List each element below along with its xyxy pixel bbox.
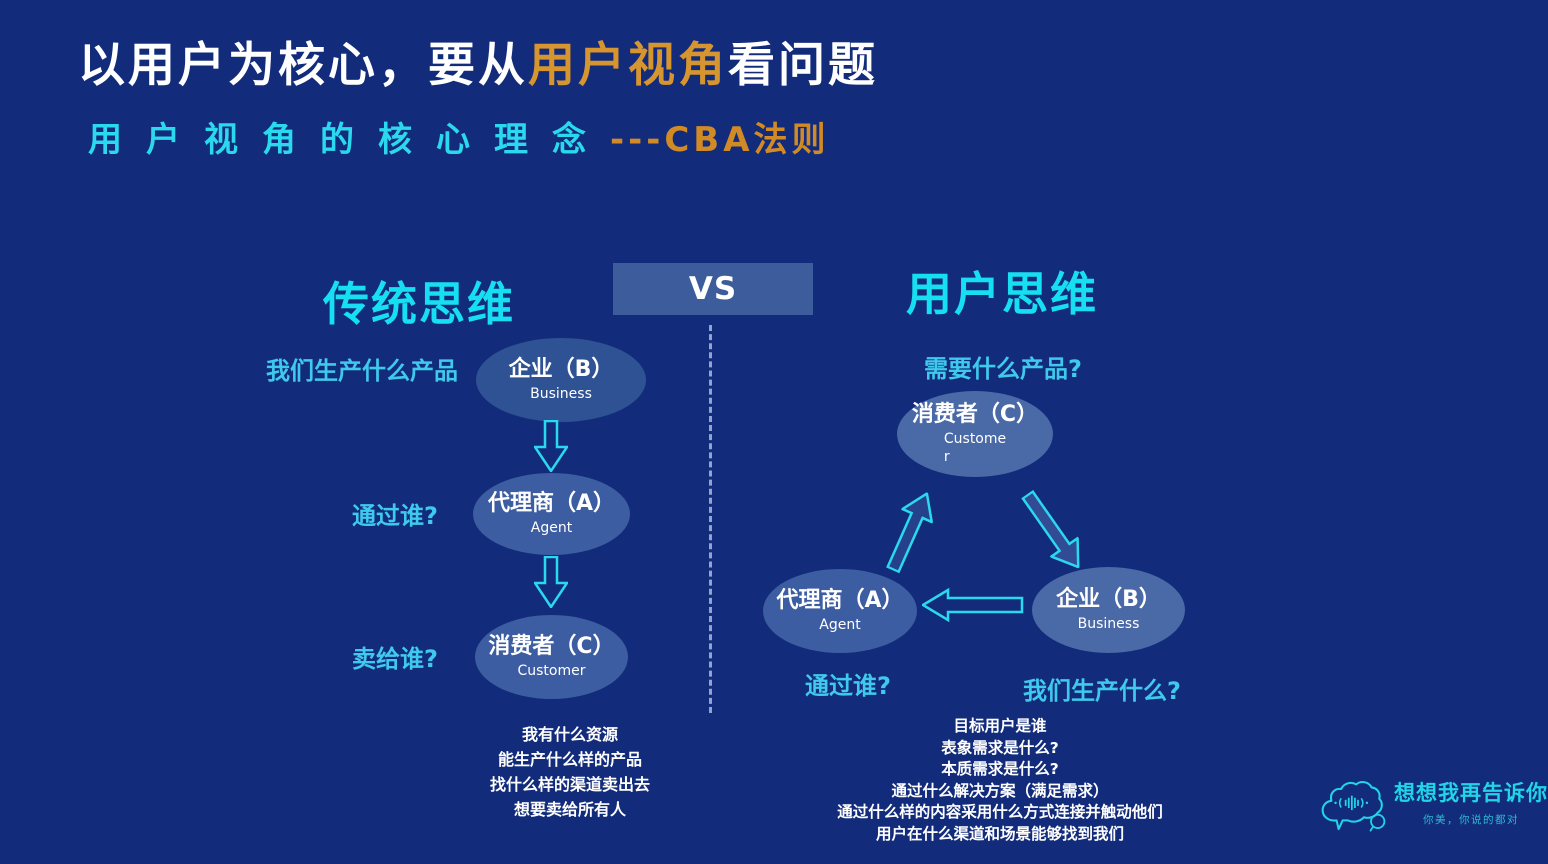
right-node-agent-title: 代理商（A） xyxy=(776,587,904,613)
brand-logo: 想想我再告诉你 你美，你说的都对 xyxy=(1316,763,1548,853)
title-part2: 看问题 xyxy=(728,38,878,93)
vs-badge: VS xyxy=(613,263,813,315)
subtitle-main: 用户视角的核心理念 xyxy=(88,120,610,160)
note-line: 想要卖给所有人 xyxy=(513,800,626,819)
speech-bubble-soundwave-icon xyxy=(1321,781,1386,832)
note-line: 目标用户是谁 xyxy=(953,717,1047,735)
note-line: 通过什么样的内容采用什么方式连接并触动他们 xyxy=(837,803,1163,821)
arrow-down-icon xyxy=(534,556,568,608)
left-node-business-title: 企业（B） xyxy=(508,356,614,382)
arrow-up-icon xyxy=(885,491,934,574)
left-node-customer-subtitle: Customer xyxy=(517,662,586,679)
right-question-what-product-needed: 需要什么产品? xyxy=(924,355,1082,383)
left-node-agent-subtitle: Agent xyxy=(530,519,573,536)
left-question-through-whom: 通过谁? xyxy=(352,502,438,530)
right-node-customer-title: 消费者（C） xyxy=(911,401,1039,427)
left-question-sell-to-whom: 卖给谁? xyxy=(352,645,438,673)
left-node-customer: 消费者（C） Customer xyxy=(475,615,628,699)
vs-label: VS xyxy=(688,271,738,307)
brand-name: 想想我再告诉你 xyxy=(1394,781,1548,805)
arrow-left-icon xyxy=(922,587,1024,623)
heading-traditional-thinking: 传统思维 xyxy=(323,277,515,331)
left-node-business: 企业（B） Business xyxy=(476,338,646,422)
note-line: 表象需求是什么? xyxy=(941,738,1059,757)
right-node-business-subtitle: Business xyxy=(1077,615,1140,632)
arrow-down-icon xyxy=(534,420,568,472)
note-line: 通过什么解决方案（满足需求） xyxy=(891,781,1109,800)
heading-user-thinking: 用户思维 xyxy=(906,267,1098,321)
title-part1: 以用户为核心，要从 xyxy=(78,38,528,93)
page-title: 以用户为核心，要从用户视角看问题 xyxy=(78,26,878,95)
note-line: 用户在什么渠道和场景能够找到我们 xyxy=(875,824,1124,843)
left-node-customer-title: 消费者（C） xyxy=(488,633,615,659)
right-node-business-title: 企业（B） xyxy=(1056,586,1161,612)
vertical-dashed-divider xyxy=(709,325,712,713)
note-line: 本质需求是什么? xyxy=(941,760,1059,778)
subtitle-cba-law: ---CBA法则 xyxy=(610,120,830,160)
traditional-thinking-notes: 我有什么资源 能生产什么样的产品 找什么样的渠道卖出去 想要卖给所有人 xyxy=(420,722,720,822)
left-node-agent-title: 代理商（A） xyxy=(487,490,616,516)
title-highlight: 用户视角 xyxy=(528,38,728,93)
note-line: 能生产什么样的产品 xyxy=(497,750,642,769)
page-subtitle: 用户视角的核心理念---CBA法则 xyxy=(88,112,830,161)
note-line: 我有什么资源 xyxy=(521,725,618,744)
arrow-down-right-icon xyxy=(1021,489,1080,569)
left-node-business-subtitle: Business xyxy=(530,385,592,402)
user-thinking-notes: 目标用户是谁 表象需求是什么? 本质需求是什么? 通过什么解决方案（满足需求） … xyxy=(755,716,1245,845)
left-question-what-product: 我们生产什么产品 xyxy=(266,357,458,385)
right-node-agent-subtitle: Agent xyxy=(819,616,861,633)
brand-tagline: 你美，你说的都对 xyxy=(1423,814,1519,826)
right-node-business: 企业（B） Business xyxy=(1032,567,1185,653)
right-question-through-whom: 通过谁? xyxy=(805,672,891,700)
note-line: 找什么样的渠道卖出去 xyxy=(489,775,650,794)
right-question-what-we-produce: 我们生产什么? xyxy=(1023,677,1181,705)
left-node-agent: 代理商（A） Agent xyxy=(473,473,630,555)
right-node-agent: 代理商（A） Agent xyxy=(763,569,917,653)
brand-text: 想想我再告诉你 你美，你说的都对 xyxy=(1394,777,1548,827)
